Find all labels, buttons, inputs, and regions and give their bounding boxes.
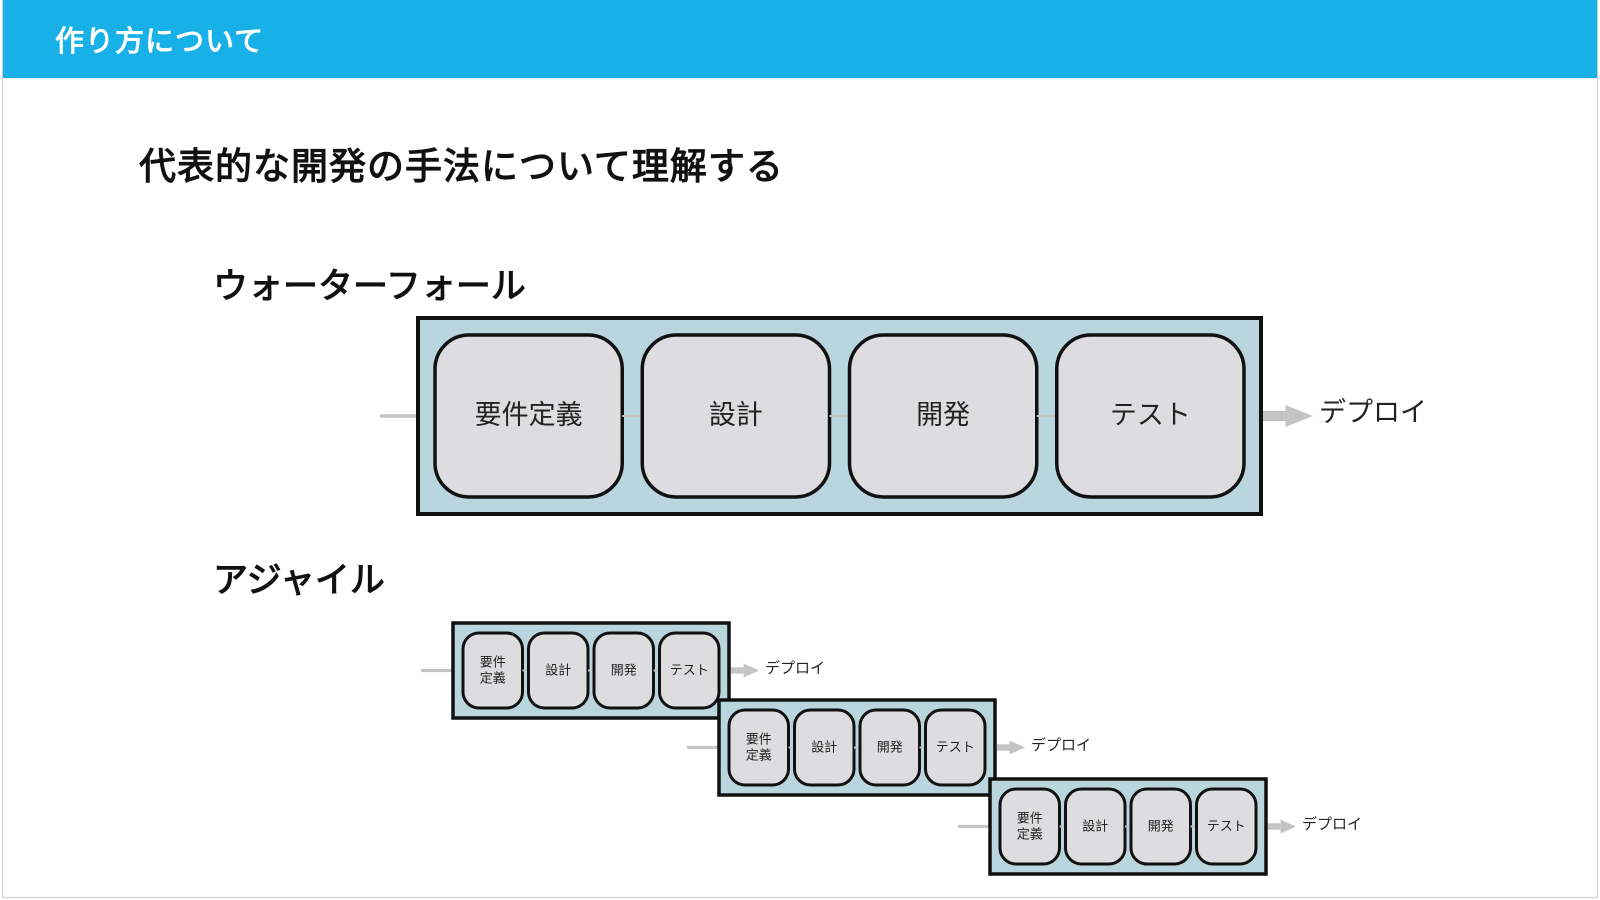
waterfall-phase-box (1055, 333, 1246, 499)
agile-title: アジャイル (213, 561, 385, 601)
agile-2-phase-label: テスト (936, 740, 975, 755)
waterfall-diagram: 要件定義 設計 開発 テスト デプロイ (380, 316, 1427, 516)
agile-3-output-label: デプロイ (1302, 815, 1362, 833)
waterfall-output-arrow (1285, 405, 1313, 427)
agile-3-phase-label: テスト (1207, 819, 1246, 834)
header-title: 作り方について (55, 24, 265, 58)
header-bar: 作り方について (3, 0, 1597, 78)
agile-2-phase-label: 設計 (811, 739, 837, 755)
agile-iteration: 要件定義 設計 開発 テスト デプロイ (958, 777, 1362, 876)
agile-1-phase-label: 設計 (545, 662, 571, 678)
agile-2-phase-box (924, 708, 987, 787)
agile-iteration: 要件定義 設計 開発 テスト デプロイ (421, 621, 825, 720)
agile-1-phase-box (658, 631, 721, 710)
agile-3-phase-label: 開発 (1148, 819, 1174, 834)
waterfall-phase-label: 要件定義 (475, 400, 583, 431)
agile-2-output-arrow (1009, 740, 1025, 755)
waterfall-phase-label: 開発 (916, 400, 970, 431)
agile-3-phase-box (1195, 787, 1258, 866)
waterfall-output-label: デプロイ (1319, 398, 1427, 429)
agile-1-phase-label: 要件定義 (480, 655, 506, 686)
agile-3-phase-label: 設計 (1082, 818, 1108, 834)
agile-diagram: 要件定義設計開発テストデプロイ要件定義設計開発テストデプロイ要件定義設計開発テス… (421, 621, 1362, 876)
agile-1-phase-label: 開発 (611, 663, 637, 678)
agile-1-output-arrow (743, 663, 759, 678)
agile-3-output-arrow (1280, 819, 1296, 834)
agile-2-phase-label: 開発 (877, 740, 903, 755)
waterfall-phase-label: テスト (1110, 400, 1191, 431)
agile-iteration: 要件定義 設計 開発 テスト デプロイ (687, 698, 1091, 797)
agile-2-output-label: デプロイ (1031, 736, 1091, 754)
agile-1-output-label: デプロイ (765, 659, 825, 677)
agile-1-phase-label: テスト (670, 663, 709, 678)
page-heading: 代表的な開発の手法について理解する (139, 145, 784, 188)
agile-3-phase-label: 要件定義 (1017, 811, 1043, 842)
agile-2-phase-label: 要件定義 (746, 732, 772, 763)
waterfall-phase-label: 設計 (709, 400, 763, 431)
waterfall-title: ウォーターフォール (213, 267, 526, 307)
